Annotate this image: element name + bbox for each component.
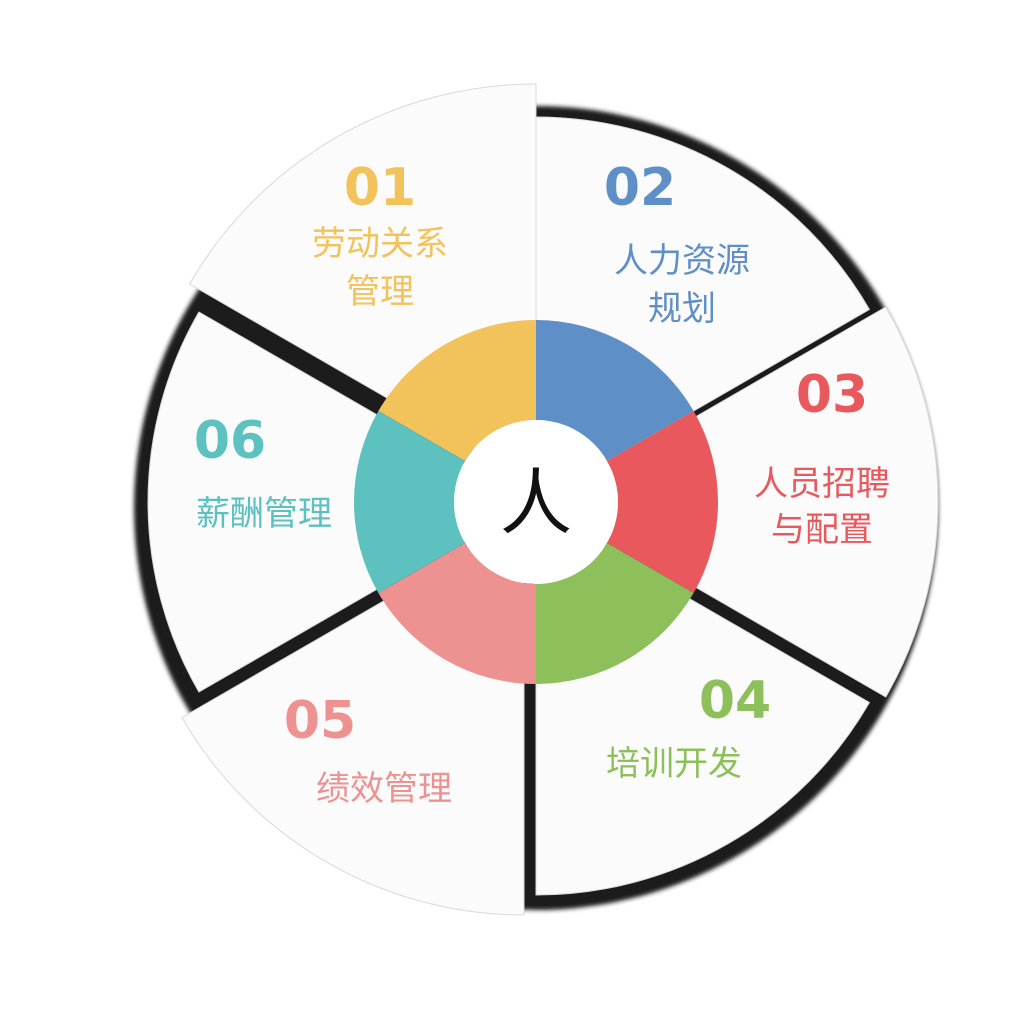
inner-sector-04: [536, 543, 694, 684]
segment-label-03-line-2: 与配置: [771, 510, 873, 550]
inner-sector-02: [536, 320, 694, 461]
segment-panel-03: [546, 306, 939, 698]
segment-label-02-line-2: 规划: [648, 289, 716, 329]
inner-sector-06: [354, 411, 465, 593]
inner-sector-05: [378, 543, 536, 684]
inner-sector-03: [607, 411, 719, 593]
segment-label-01-line-2: 管理: [346, 272, 414, 312]
segment-label-05-line-1: 绩效管理: [316, 769, 452, 809]
segment-label-03-line-1: 人员招聘: [754, 464, 890, 504]
segment-panel-06: [147, 311, 530, 693]
segment-number-05: 05: [284, 691, 356, 751]
segment-number-04: 04: [699, 671, 771, 731]
segment-number-01: 01: [344, 158, 416, 218]
segment-label-01-line-1: 劳动关系: [312, 224, 448, 264]
segment-label-02-line-1: 人力资源: [614, 241, 750, 281]
segment-label-04-line-1: 培训开发: [606, 744, 742, 784]
segment-label-06-line-1: 薪酬管理: [196, 494, 332, 534]
center-label: 人: [500, 461, 572, 545]
center-circle: [454, 420, 618, 584]
segment-number-03: 03: [796, 365, 868, 425]
inner-sector-01: [378, 320, 536, 461]
segment-number-06: 06: [194, 411, 266, 471]
segment-number-02: 02: [604, 158, 676, 218]
